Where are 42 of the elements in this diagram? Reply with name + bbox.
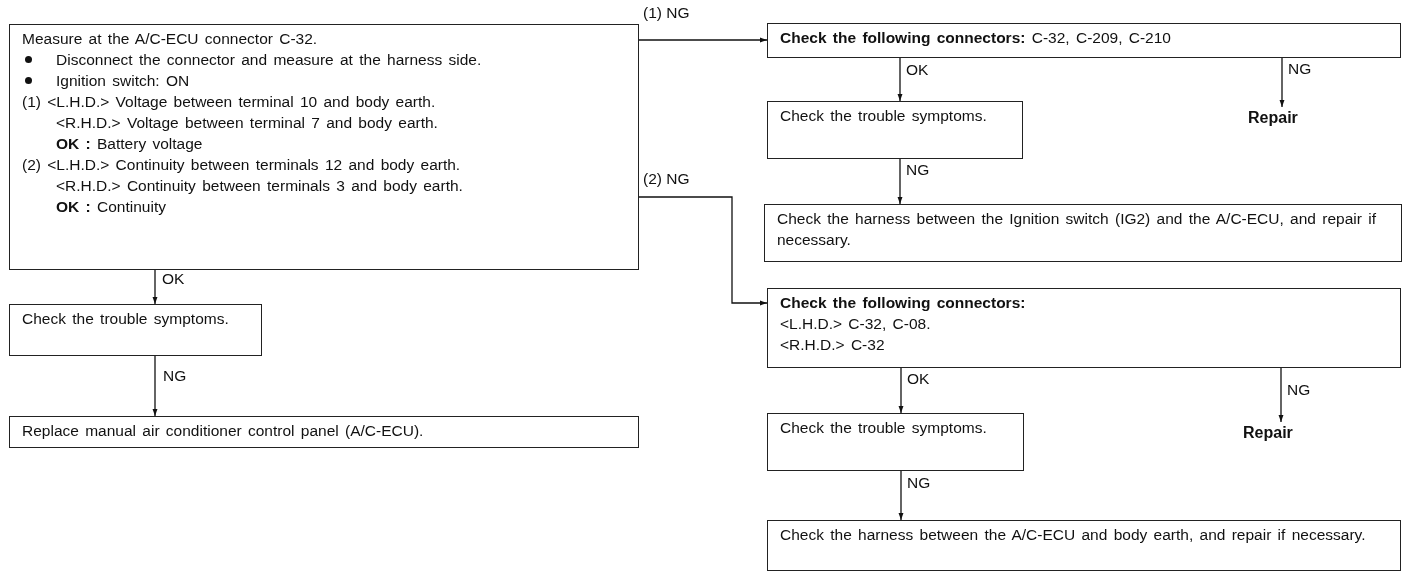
node-text: Check the trouble symptoms. — [22, 309, 230, 329]
node-text: <R.H.D.> Voltage between terminal 7 and body earth. — [55, 113, 439, 133]
node-text: Check the trouble symptoms. — [780, 106, 988, 126]
node-text: Measure at the A/C-ECU connector C-32. — [22, 29, 319, 49]
process-box — [9, 304, 262, 356]
node-text: Check the harness between the A/C-ECU and body earth, and repair if necessary. — [780, 525, 1367, 545]
node-text: OK : Battery voltage — [55, 134, 204, 154]
node-text: <R.H.D.> C-32 — [780, 335, 886, 355]
arrow — [897, 158, 903, 205]
node-text: Check the following connectors: C-32, C-209, C-210 — [780, 28, 1172, 48]
arrow — [1279, 57, 1285, 108]
node-text: Ignition switch: ON — [22, 70, 628, 91]
node-text: <R.H.D.> Continuity between terminals 3 and body earth. — [55, 176, 464, 196]
edge-label: (1) NG — [643, 4, 690, 22]
arrow — [152, 355, 158, 417]
node-text: Check the harness between the Ignition switch (IG2) and the A/C-ECU, and repair if necessary. — [777, 209, 1377, 250]
node-text: (2) <L.H.D.> Continuity between terminals 12 and body earth. — [22, 155, 462, 175]
edge-label: (2) NG — [643, 170, 690, 188]
arrow — [897, 57, 903, 102]
process-box — [767, 413, 1024, 471]
node-text: <L.H.D.> C-32, C-08. — [780, 314, 932, 334]
node-text: OK : Continuity — [55, 197, 167, 217]
arrow — [898, 367, 904, 414]
process-box — [764, 204, 1402, 262]
node-text: Check the following connectors: — [780, 293, 1027, 313]
process-box — [767, 520, 1401, 571]
process-box — [767, 23, 1401, 58]
node-text: Repair — [1248, 108, 1298, 128]
arrow — [898, 470, 904, 521]
node-text: Repair — [1243, 423, 1293, 443]
process-box — [767, 288, 1401, 368]
node-text: Disconnect the connector and measure at the harness side. — [22, 49, 628, 70]
arrow — [638, 37, 768, 43]
process-box — [767, 101, 1023, 159]
arrow — [152, 269, 158, 305]
process-box — [9, 24, 639, 270]
arrow — [638, 196, 768, 306]
arrow — [1278, 367, 1284, 423]
node-text: Check the trouble symptoms. — [780, 418, 988, 438]
node-text: (1) <L.H.D.> Voltage between terminal 10 and body earth. — [22, 92, 437, 112]
process-box — [9, 416, 639, 448]
node-text: Replace manual air conditioner control panel (A/C-ECU). — [22, 421, 425, 441]
